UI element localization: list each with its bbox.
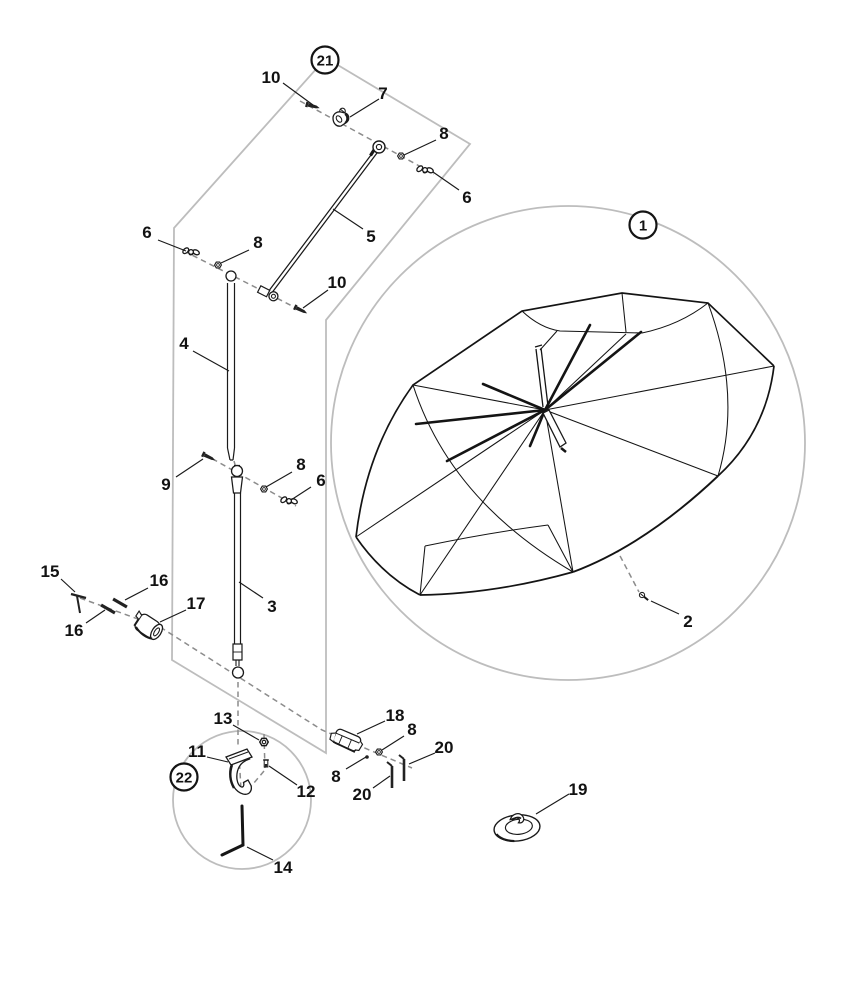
part-label-16: 16 bbox=[150, 571, 169, 590]
nut-8-left bbox=[214, 261, 222, 269]
umbrella-canopy bbox=[355, 292, 775, 596]
part-label-1: 1 bbox=[639, 217, 647, 234]
part-label-8: 8 bbox=[331, 767, 340, 786]
clamp-11 bbox=[225, 748, 253, 795]
pole-3-tube bbox=[233, 493, 242, 644]
screw-16-upper bbox=[112, 597, 128, 609]
part-label-2: 2 bbox=[683, 612, 692, 631]
part-label-8: 8 bbox=[407, 720, 416, 739]
clamp-17 bbox=[133, 609, 164, 641]
screw-2 bbox=[638, 591, 649, 601]
part-label-22: 22 bbox=[176, 769, 193, 786]
canopy-stub-tip bbox=[560, 447, 567, 453]
base-disc-19 bbox=[493, 813, 541, 843]
canopy-group-circle bbox=[330, 205, 806, 681]
part-label-6: 6 bbox=[316, 471, 325, 490]
wall-bracket-assembly bbox=[70, 592, 164, 641]
nut-13 bbox=[259, 737, 269, 747]
pin-20-right bbox=[397, 753, 406, 783]
screw-12 bbox=[263, 759, 269, 768]
part-group-circle-1 bbox=[628, 210, 658, 240]
part-label-8: 8 bbox=[439, 124, 448, 143]
part-label-14: 14 bbox=[274, 858, 293, 877]
nut-8-bracket bbox=[375, 748, 383, 756]
screw-16-lower bbox=[100, 603, 116, 615]
pole3-ball-end bbox=[231, 666, 245, 679]
part-label-13: 13 bbox=[214, 709, 233, 728]
part-label-12: 12 bbox=[297, 782, 316, 801]
part-label-20: 20 bbox=[435, 738, 454, 757]
t-pin-15 bbox=[70, 592, 87, 614]
part-label-21: 21 bbox=[317, 52, 334, 69]
part-label-10: 10 bbox=[262, 68, 281, 87]
upper-support-assembly bbox=[180, 101, 436, 316]
part-group-circle-22 bbox=[169, 762, 199, 792]
part-label-16: 16 bbox=[65, 621, 84, 640]
clamp-group-circle bbox=[172, 730, 312, 870]
screw-10-top bbox=[305, 101, 321, 111]
part-label-7: 7 bbox=[378, 84, 387, 103]
group-outlines bbox=[171, 56, 806, 870]
canopy-pole-shaft bbox=[534, 344, 549, 408]
pole4-top-ball bbox=[225, 270, 237, 282]
part-label-6: 6 bbox=[462, 188, 471, 207]
part-label-17: 17 bbox=[187, 594, 206, 613]
bracket-18 bbox=[329, 728, 364, 753]
pole-4-tube bbox=[226, 283, 236, 461]
part-label-9: 9 bbox=[161, 475, 170, 494]
clamp-assembly bbox=[220, 737, 269, 857]
part-label-5: 5 bbox=[366, 227, 375, 246]
pole5-top-connector bbox=[369, 140, 386, 157]
part-group-circle-21 bbox=[310, 45, 340, 75]
part-label-15: 15 bbox=[41, 562, 60, 581]
part-label-11: 11 bbox=[188, 742, 206, 761]
pole3-top-cap bbox=[230, 476, 244, 494]
nut-8-small-dot bbox=[365, 755, 369, 759]
wingnut-6-left bbox=[180, 244, 202, 259]
support-pole-5 bbox=[256, 140, 386, 302]
mid-knuckle-ball bbox=[230, 464, 244, 478]
leader-lines bbox=[60, 82, 680, 861]
canopy-pole-stub bbox=[542, 409, 567, 448]
part-label-4: 4 bbox=[179, 334, 189, 353]
part-label-10: 10 bbox=[328, 273, 347, 292]
part-label-8: 8 bbox=[296, 455, 305, 474]
fitting-7 bbox=[332, 107, 350, 127]
part-label-6: 6 bbox=[142, 223, 151, 242]
mast-assembly bbox=[201, 270, 300, 679]
part-label-8: 8 bbox=[253, 233, 262, 252]
part-label-19: 19 bbox=[569, 780, 588, 799]
canopy-outline bbox=[355, 292, 775, 596]
part-label-3: 3 bbox=[267, 597, 276, 616]
pole-bracket-assembly bbox=[329, 728, 406, 790]
screw-9 bbox=[201, 451, 217, 463]
part-label-18: 18 bbox=[386, 706, 405, 725]
canopy-seams bbox=[355, 292, 775, 596]
ground-spike-14 bbox=[220, 804, 245, 857]
nut-8-top bbox=[397, 152, 405, 160]
pole5-bottom-connector bbox=[256, 284, 279, 302]
pin-20-left bbox=[385, 760, 394, 790]
canopy-ribs bbox=[414, 323, 643, 463]
part-label-20: 20 bbox=[353, 785, 372, 804]
pole-group-outline bbox=[171, 56, 472, 755]
